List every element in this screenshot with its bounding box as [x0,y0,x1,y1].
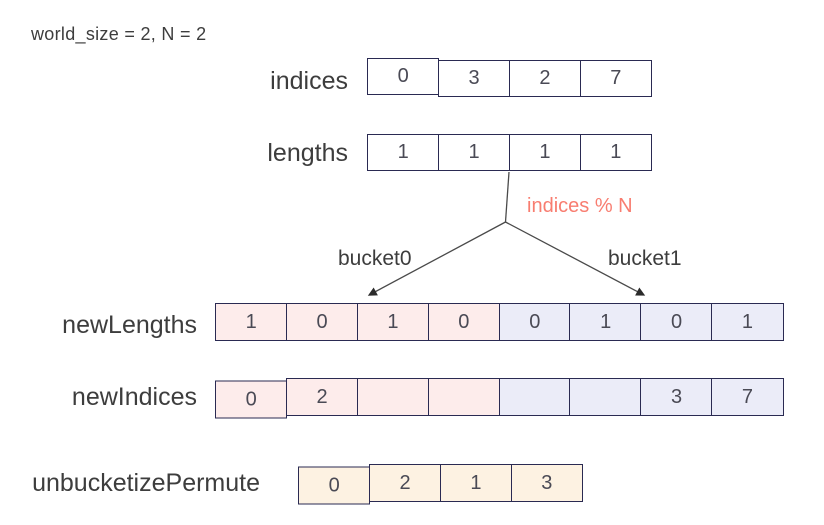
permute-cell: 1 [439,464,513,502]
permute-cell: 2 [368,464,442,502]
bucket0-label: bucket0 [338,247,412,270]
stem-line [504,171,510,223]
indices-cell: 3 [437,60,511,97]
parameters-text: world_size = 2, N = 2 [31,24,207,44]
unbucketizepermute-label: unbucketizePermute [32,469,260,497]
newlengths-cell: 0 [498,303,571,341]
newindices-cell: 3 [640,378,713,416]
newlengths-label: newLengths [62,311,197,339]
unbucketizepermute-array: 0 2 1 3 [298,464,584,505]
newindices-array: 0 2 3 7 [215,378,784,419]
permute-cell: 0 [298,466,371,505]
indices-cell: 0 [367,58,440,95]
modulo-label: indices % N [527,195,633,217]
newindices-cell [498,378,571,416]
lengths-cell: 1 [579,134,653,171]
newindices-cell: 0 [215,380,288,419]
newlengths-cell: 1 [569,303,642,341]
bucket1-label: bucket1 [608,247,682,270]
newindices-label: newIndices [71,383,197,411]
newindices-cell: 7 [711,378,784,416]
newlengths-cell: 1 [711,303,784,341]
lengths-label: lengths [267,139,348,167]
newindices-cell [569,378,642,416]
newlengths-cell: 0 [427,303,501,341]
indices-cell: 2 [508,60,582,97]
newlengths-cell: 1 [215,303,288,341]
newindices-cell: 2 [285,378,359,416]
newindices-cell [356,378,430,416]
newlengths-cell: 0 [640,303,713,341]
permute-cell: 3 [510,464,584,502]
lengths-cell: 1 [367,134,440,171]
indices-label: indices [270,67,348,95]
newlengths-array: 1 0 1 0 0 1 0 1 [215,303,784,341]
lengths-cell: 1 [508,134,582,171]
newlengths-cell: 0 [285,303,359,341]
newlengths-cell: 1 [356,303,430,341]
lengths-array: 1 1 1 1 [367,134,653,171]
lengths-cell: 1 [437,134,511,171]
newindices-cell [427,378,501,416]
indices-array: 0 3 2 7 [367,58,653,97]
indices-cell: 7 [579,60,653,97]
